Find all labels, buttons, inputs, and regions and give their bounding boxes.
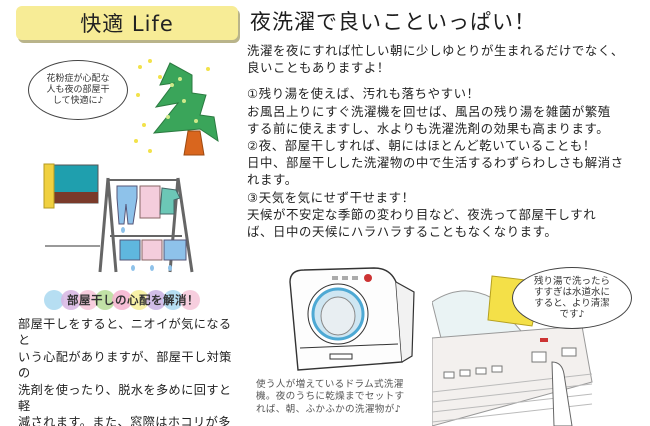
- dot: [112, 290, 132, 310]
- point-1: ①残り湯を使えば、汚れも落ちやすい！ お風呂上りにすぐ洗濯機を回せば、風呂の残り…: [247, 85, 645, 137]
- pollen-speech-bubble: 花粉症が心配な 人も夜の部屋干 して快適に♪: [28, 60, 128, 120]
- point-body-line: する前に使えますし、水よりも洗濯洗剤の効果も高まります。: [247, 120, 610, 136]
- washer-control-panel-illustration: [432, 275, 593, 426]
- dot: [146, 290, 166, 310]
- article-body: 洗濯を夜にすれば忙しい朝に少しゆとりが生まれるだけでなく、 良いこともありますよ…: [247, 42, 645, 240]
- dot: [44, 290, 64, 310]
- point-heading: ①残り湯を使えば、汚れも落ちやすい！: [247, 86, 480, 102]
- point-3: ③天気を気にせず干せます！ 天候が不安定な季節の変わり目など、夜洗って部屋干しす…: [247, 189, 645, 241]
- caption-line: 機。夜のうちに乾燥までセットす: [256, 391, 405, 403]
- washer-caption: 使う人が増えているドラム式洗濯 機。夜のうちに乾燥までセットす れば、朝、ふかふ…: [256, 379, 426, 416]
- point-body-line: 日中、部屋干しした洗濯物の中で生活するわずらわしさも解消さ: [247, 155, 624, 171]
- decorative-dots: [44, 290, 200, 310]
- dot: [180, 290, 200, 310]
- bubble-line: すすぎは水道水に: [533, 287, 610, 298]
- dot: [129, 290, 149, 310]
- point-2: ②夜、部屋干しすれば、朝にはほとんど乾いていることも！ 日中、部屋干しした洗濯物…: [247, 137, 645, 189]
- pine-tree-illustration: [134, 59, 219, 156]
- dot: [95, 290, 115, 310]
- sidebar-subtitle-banner: 部屋干しの心配を解消！: [44, 290, 204, 310]
- bubble-line: すると、より清潔: [534, 298, 610, 309]
- drum-washer-illustration: [289, 267, 415, 371]
- point-heading: ③天気を気にせず干せます！: [247, 189, 415, 205]
- rinse-tip-speech-bubble: 残り湯で洗ったら すすぎは水道水に すると、より清潔 です♪: [512, 267, 632, 329]
- bubble-line: です♪: [559, 309, 585, 320]
- dot: [78, 290, 98, 310]
- point-body-line: お風呂上りにすぐ洗濯機を回せば、風呂の残り湯を雑菌が繁殖: [247, 103, 611, 119]
- bubble-line: 花粉症が心配な: [46, 73, 110, 84]
- sidebar-body: 部屋干しをすると、ニオイが気になると いう心配がありますが、部屋干し対策の 洗剤…: [18, 316, 243, 426]
- dot: [61, 290, 81, 310]
- sidebar-line: 洗剤を使ったり、脱水を多めに回すと軽: [18, 382, 232, 414]
- point-body-line: れます。: [247, 172, 298, 188]
- dot: [163, 290, 183, 310]
- point-heading: ②夜、部屋干しすれば、朝にはほとんど乾いていることも！: [247, 138, 596, 154]
- sidebar-line: 減されます。また、窓際はホコリが多く、: [18, 415, 231, 426]
- intro-line: 洗濯を夜にすれば忙しい朝に少しゆとりが生まれるだけでなく、: [247, 43, 624, 58]
- point-body-line: ば、日中の天候にハラハラすることもなくなります。: [247, 224, 558, 240]
- sidebar-subtitle: 部屋干しの心配を解消！: [67, 293, 199, 307]
- page-headline: 夜洗濯で良いこといっぱい！: [250, 10, 536, 34]
- drying-rack-illustration: [43, 163, 194, 273]
- intro-line: 良いこともありますよ！: [247, 60, 390, 76]
- brand-title: 快適 Life: [80, 12, 174, 36]
- caption-line: 使う人が増えているドラム式洗濯: [256, 379, 404, 390]
- point-body-line: 天候が不安定な季節の変わり目など、夜洗って部屋干しすれ: [247, 206, 597, 222]
- caption-line: れば、朝、ふかふかの洗濯物が♪: [256, 403, 401, 415]
- sidebar-line: 部屋干しをすると、ニオイが気になると: [18, 317, 232, 348]
- brand-title-banner: 快適 Life: [16, 6, 238, 40]
- bubble-line: 人も夜の部屋干: [46, 84, 110, 95]
- sidebar-line: いう心配がありますが、部屋干し対策の: [18, 349, 232, 381]
- bubble-line: して快適に♪: [52, 95, 104, 106]
- intro-paragraph: 洗濯を夜にすれば忙しい朝に少しゆとりが生まれるだけでなく、 良いこともありますよ…: [247, 42, 645, 76]
- bubble-line: 残り湯で洗ったら: [533, 276, 610, 287]
